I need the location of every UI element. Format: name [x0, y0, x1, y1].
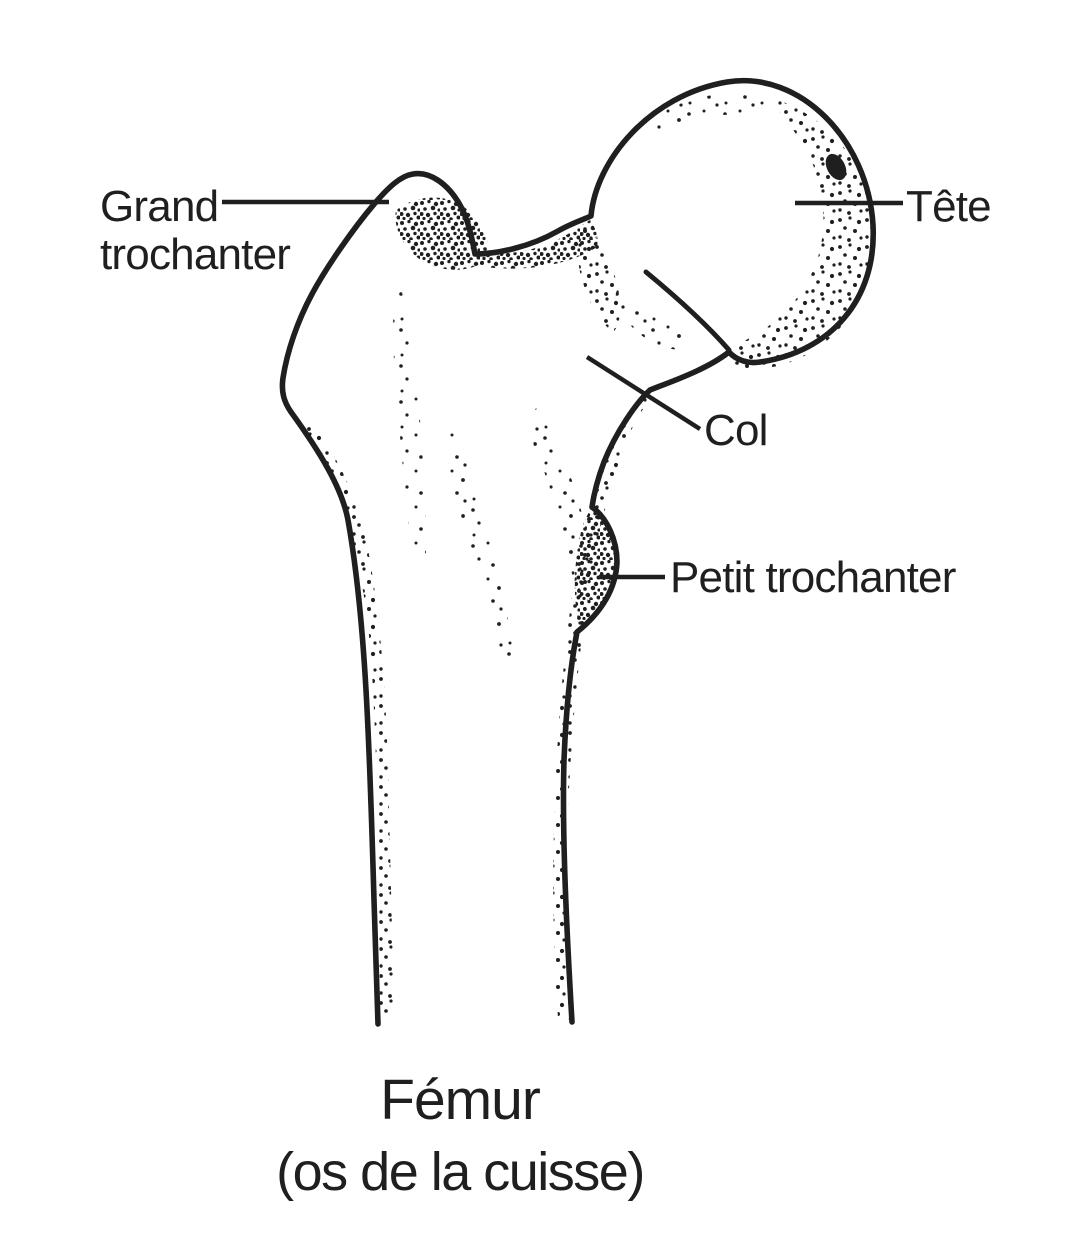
stipple-medial-band	[553, 394, 652, 1020]
stipple-central-streak-2	[447, 420, 514, 660]
caption-title: Fémur	[380, 1068, 541, 1132]
label-col: Col	[704, 406, 768, 455]
label-petit-trochanter: Petit trochanter	[670, 553, 956, 602]
leader-line-col	[585, 355, 702, 431]
stipple-saddle-band	[470, 220, 598, 269]
stipple-head-top	[647, 92, 768, 132]
stipple-lateral-band	[295, 419, 394, 1014]
head-neck-crease-line	[643, 269, 732, 353]
fovea-spot	[825, 153, 847, 181]
figure-caption: Fémur (os de la cuisse)	[130, 1066, 790, 1205]
label-tete: Tête	[906, 182, 992, 231]
label-grand-trochanter: Grand trochanter	[100, 182, 291, 280]
stipple-central-streak-1	[393, 272, 426, 560]
stipple-crease-band	[615, 292, 694, 350]
stipple-central-streak-3	[531, 408, 590, 608]
stipple-head-crescent	[724, 96, 875, 369]
bone-outline-path	[279, 77, 876, 1027]
caption-subtitle: (os de la cuisse)	[276, 1142, 645, 1203]
stipple-neck-junction	[577, 224, 621, 332]
